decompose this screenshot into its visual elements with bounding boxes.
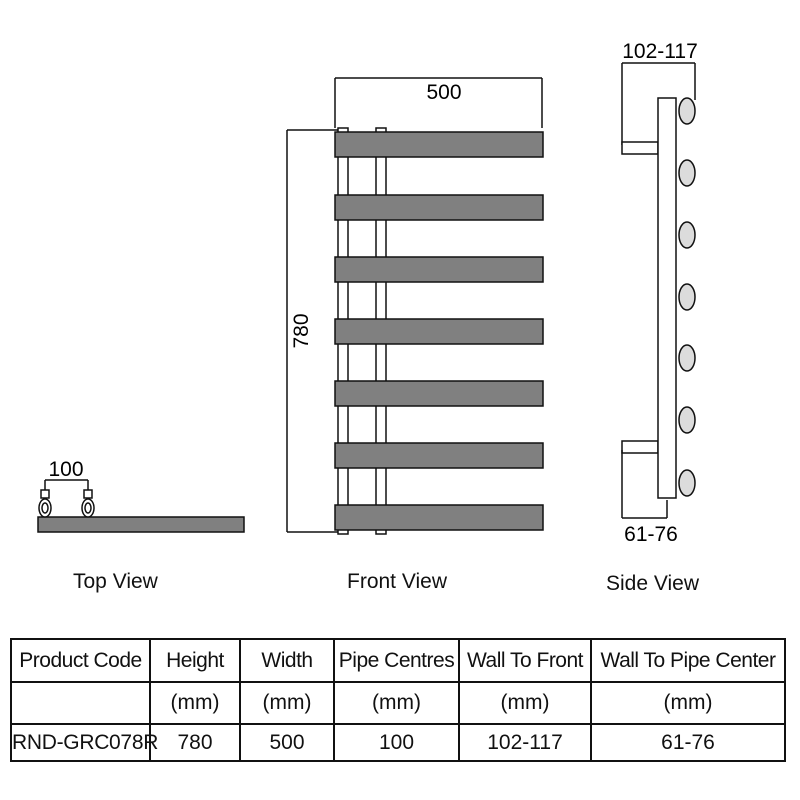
side-view-bracket-bottom xyxy=(621,440,659,454)
front-view-bar xyxy=(334,318,544,345)
units-cell xyxy=(10,681,151,725)
front-view: 500 780 xyxy=(286,77,544,535)
side-view-bar-end xyxy=(678,221,696,249)
top-view-bar xyxy=(37,516,245,533)
header-wall-to-front: Wall To Front xyxy=(458,638,592,683)
valve-icon-right xyxy=(81,489,95,518)
units-cell: (mm) xyxy=(239,681,335,725)
side-view-wall-to-front: 102-117 xyxy=(622,40,698,63)
wall-to-front-cell: 102-117 xyxy=(458,723,592,762)
front-view-bar xyxy=(334,504,544,531)
technical-drawing: 100 500 780 xyxy=(37,40,698,546)
width-cell: 500 xyxy=(239,723,335,762)
valve-icon-left xyxy=(38,489,52,518)
side-view-bar-end xyxy=(678,97,696,125)
side-view-bracket-top xyxy=(621,141,659,155)
units-cell: (mm) xyxy=(149,681,241,725)
side-view-wall-to-pipe: 61-76 xyxy=(624,523,678,546)
units-cell: (mm) xyxy=(333,681,460,725)
table-header-row: Product Code Height Width Pipe Centres W… xyxy=(10,638,786,683)
side-view-bar-end xyxy=(678,406,696,434)
table-row: RND-GRC078R 780 500 100 102-117 61-76 xyxy=(10,723,786,762)
side-view-rail xyxy=(657,97,677,499)
side-view: 102-117 61-76 xyxy=(621,40,698,546)
top-view-label: Top View xyxy=(73,570,158,593)
side-view-bar-end xyxy=(678,469,696,497)
front-view-height: 780 xyxy=(290,313,313,348)
side-view-bar-end xyxy=(678,344,696,372)
front-view-bar xyxy=(334,442,544,469)
height-cell: 780 xyxy=(149,723,241,762)
side-view-bar-end xyxy=(678,159,696,187)
top-view: 100 xyxy=(37,458,245,533)
front-view-label: Front View xyxy=(347,570,447,593)
table-units-row: (mm) (mm) (mm) (mm) (mm) xyxy=(10,681,786,725)
header-wall-to-pipe-center: Wall To Pipe Center xyxy=(590,638,786,683)
units-cell: (mm) xyxy=(590,681,786,725)
product-code-cell: RND-GRC078R xyxy=(10,723,158,762)
header-height: Height xyxy=(149,638,241,683)
header-product-code: Product Code xyxy=(10,638,151,683)
header-pipe-centres: Pipe Centres xyxy=(333,638,460,683)
wall-to-pipe-center-cell: 61-76 xyxy=(590,723,786,762)
pipe-centres-cell: 100 xyxy=(333,723,460,762)
front-view-bar xyxy=(334,131,544,158)
spec-table: Product Code Height Width Pipe Centres W… xyxy=(10,638,786,762)
side-view-bar-end xyxy=(678,283,696,311)
header-width: Width xyxy=(239,638,335,683)
front-view-width: 500 xyxy=(426,81,461,104)
front-view-bar xyxy=(334,380,544,407)
front-view-bar xyxy=(334,256,544,283)
front-view-bar xyxy=(334,194,544,221)
units-cell: (mm) xyxy=(458,681,592,725)
side-view-label: Side View xyxy=(606,572,700,595)
top-view-dimension: 100 xyxy=(48,458,83,481)
